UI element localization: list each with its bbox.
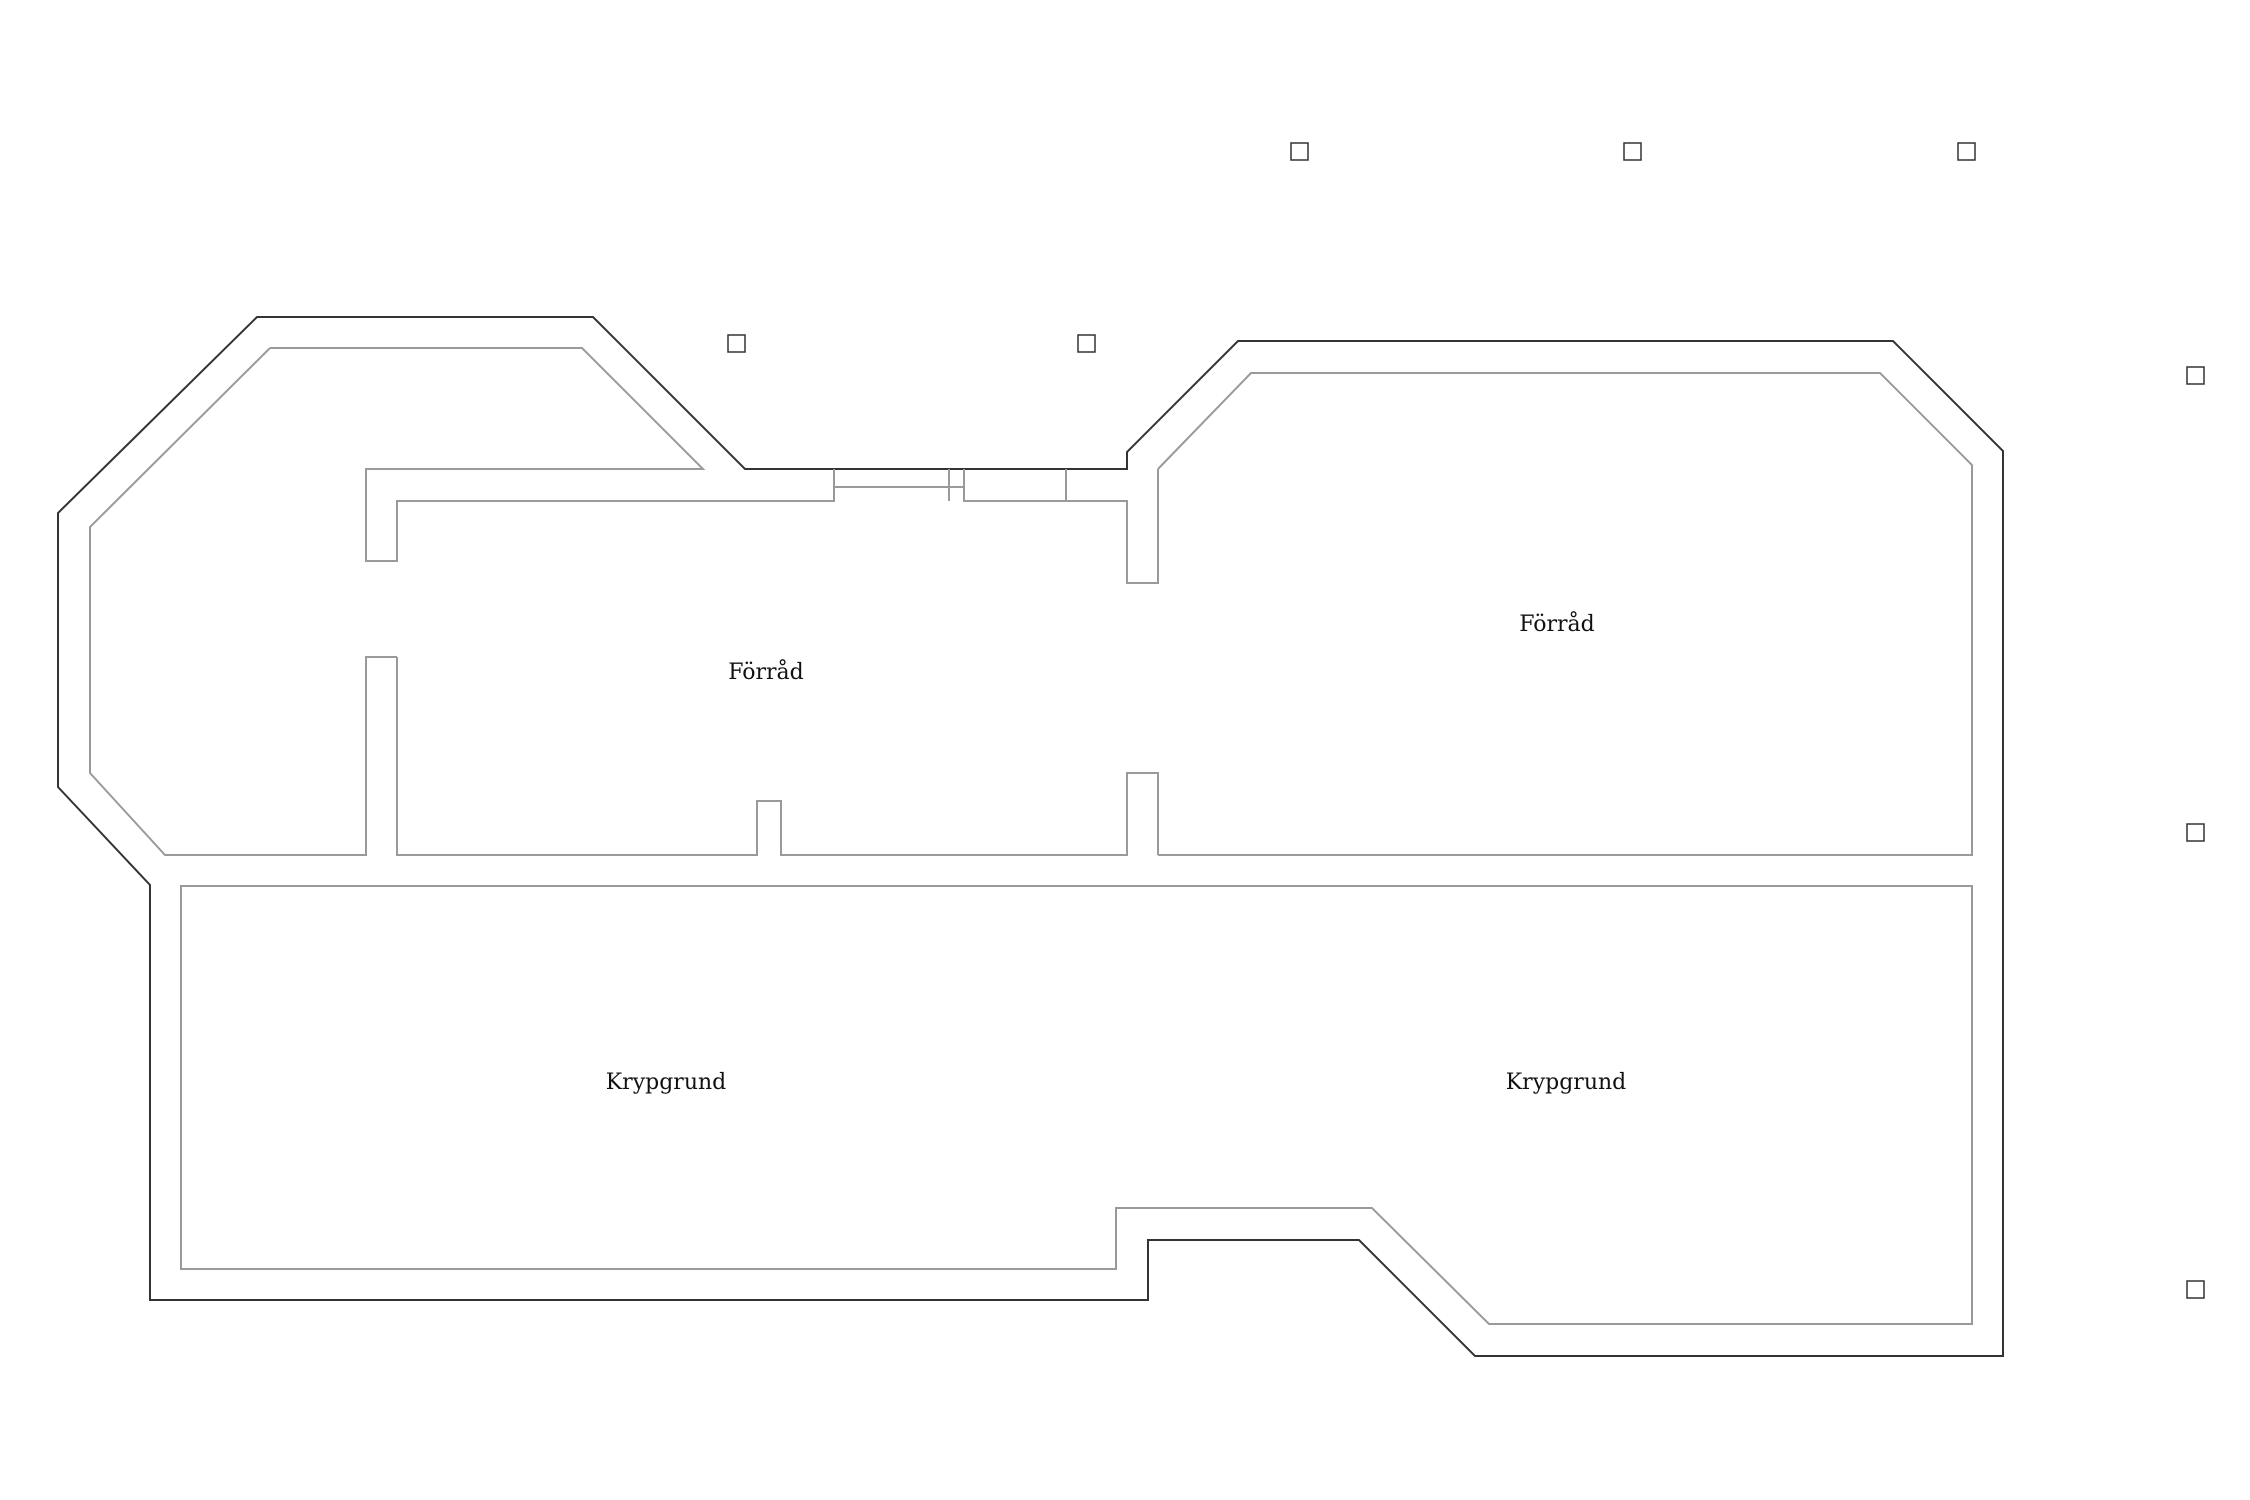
room-label-crawlspace-left: Krypgrund	[606, 1070, 726, 1095]
room-label-crawlspace-right: Krypgrund	[1506, 1070, 1626, 1095]
storage-right-inner-wall	[1157, 372, 1973, 856]
storage-left-lower-wall	[89, 347, 397, 856]
marker-square	[727, 334, 746, 353]
marker-square	[2186, 823, 2205, 842]
marker-square	[1077, 334, 1096, 353]
marker-square	[2186, 1280, 2205, 1299]
marker-square	[1290, 142, 1309, 161]
storage-left-bottom-wall	[396, 657, 1159, 856]
marker-square	[1623, 142, 1642, 161]
outer-wall	[57, 316, 2004, 1357]
crawlspace-inner-wall	[180, 885, 1973, 1325]
room-label-storage-right: Förråd	[1519, 610, 1595, 637]
storage-left-inner-wall	[270, 347, 1159, 584]
marker-square	[1957, 142, 1976, 161]
room-label-storage-left: Förråd	[728, 658, 804, 685]
marker-square	[2186, 366, 2205, 385]
top-wall-opening	[833, 469, 965, 501]
